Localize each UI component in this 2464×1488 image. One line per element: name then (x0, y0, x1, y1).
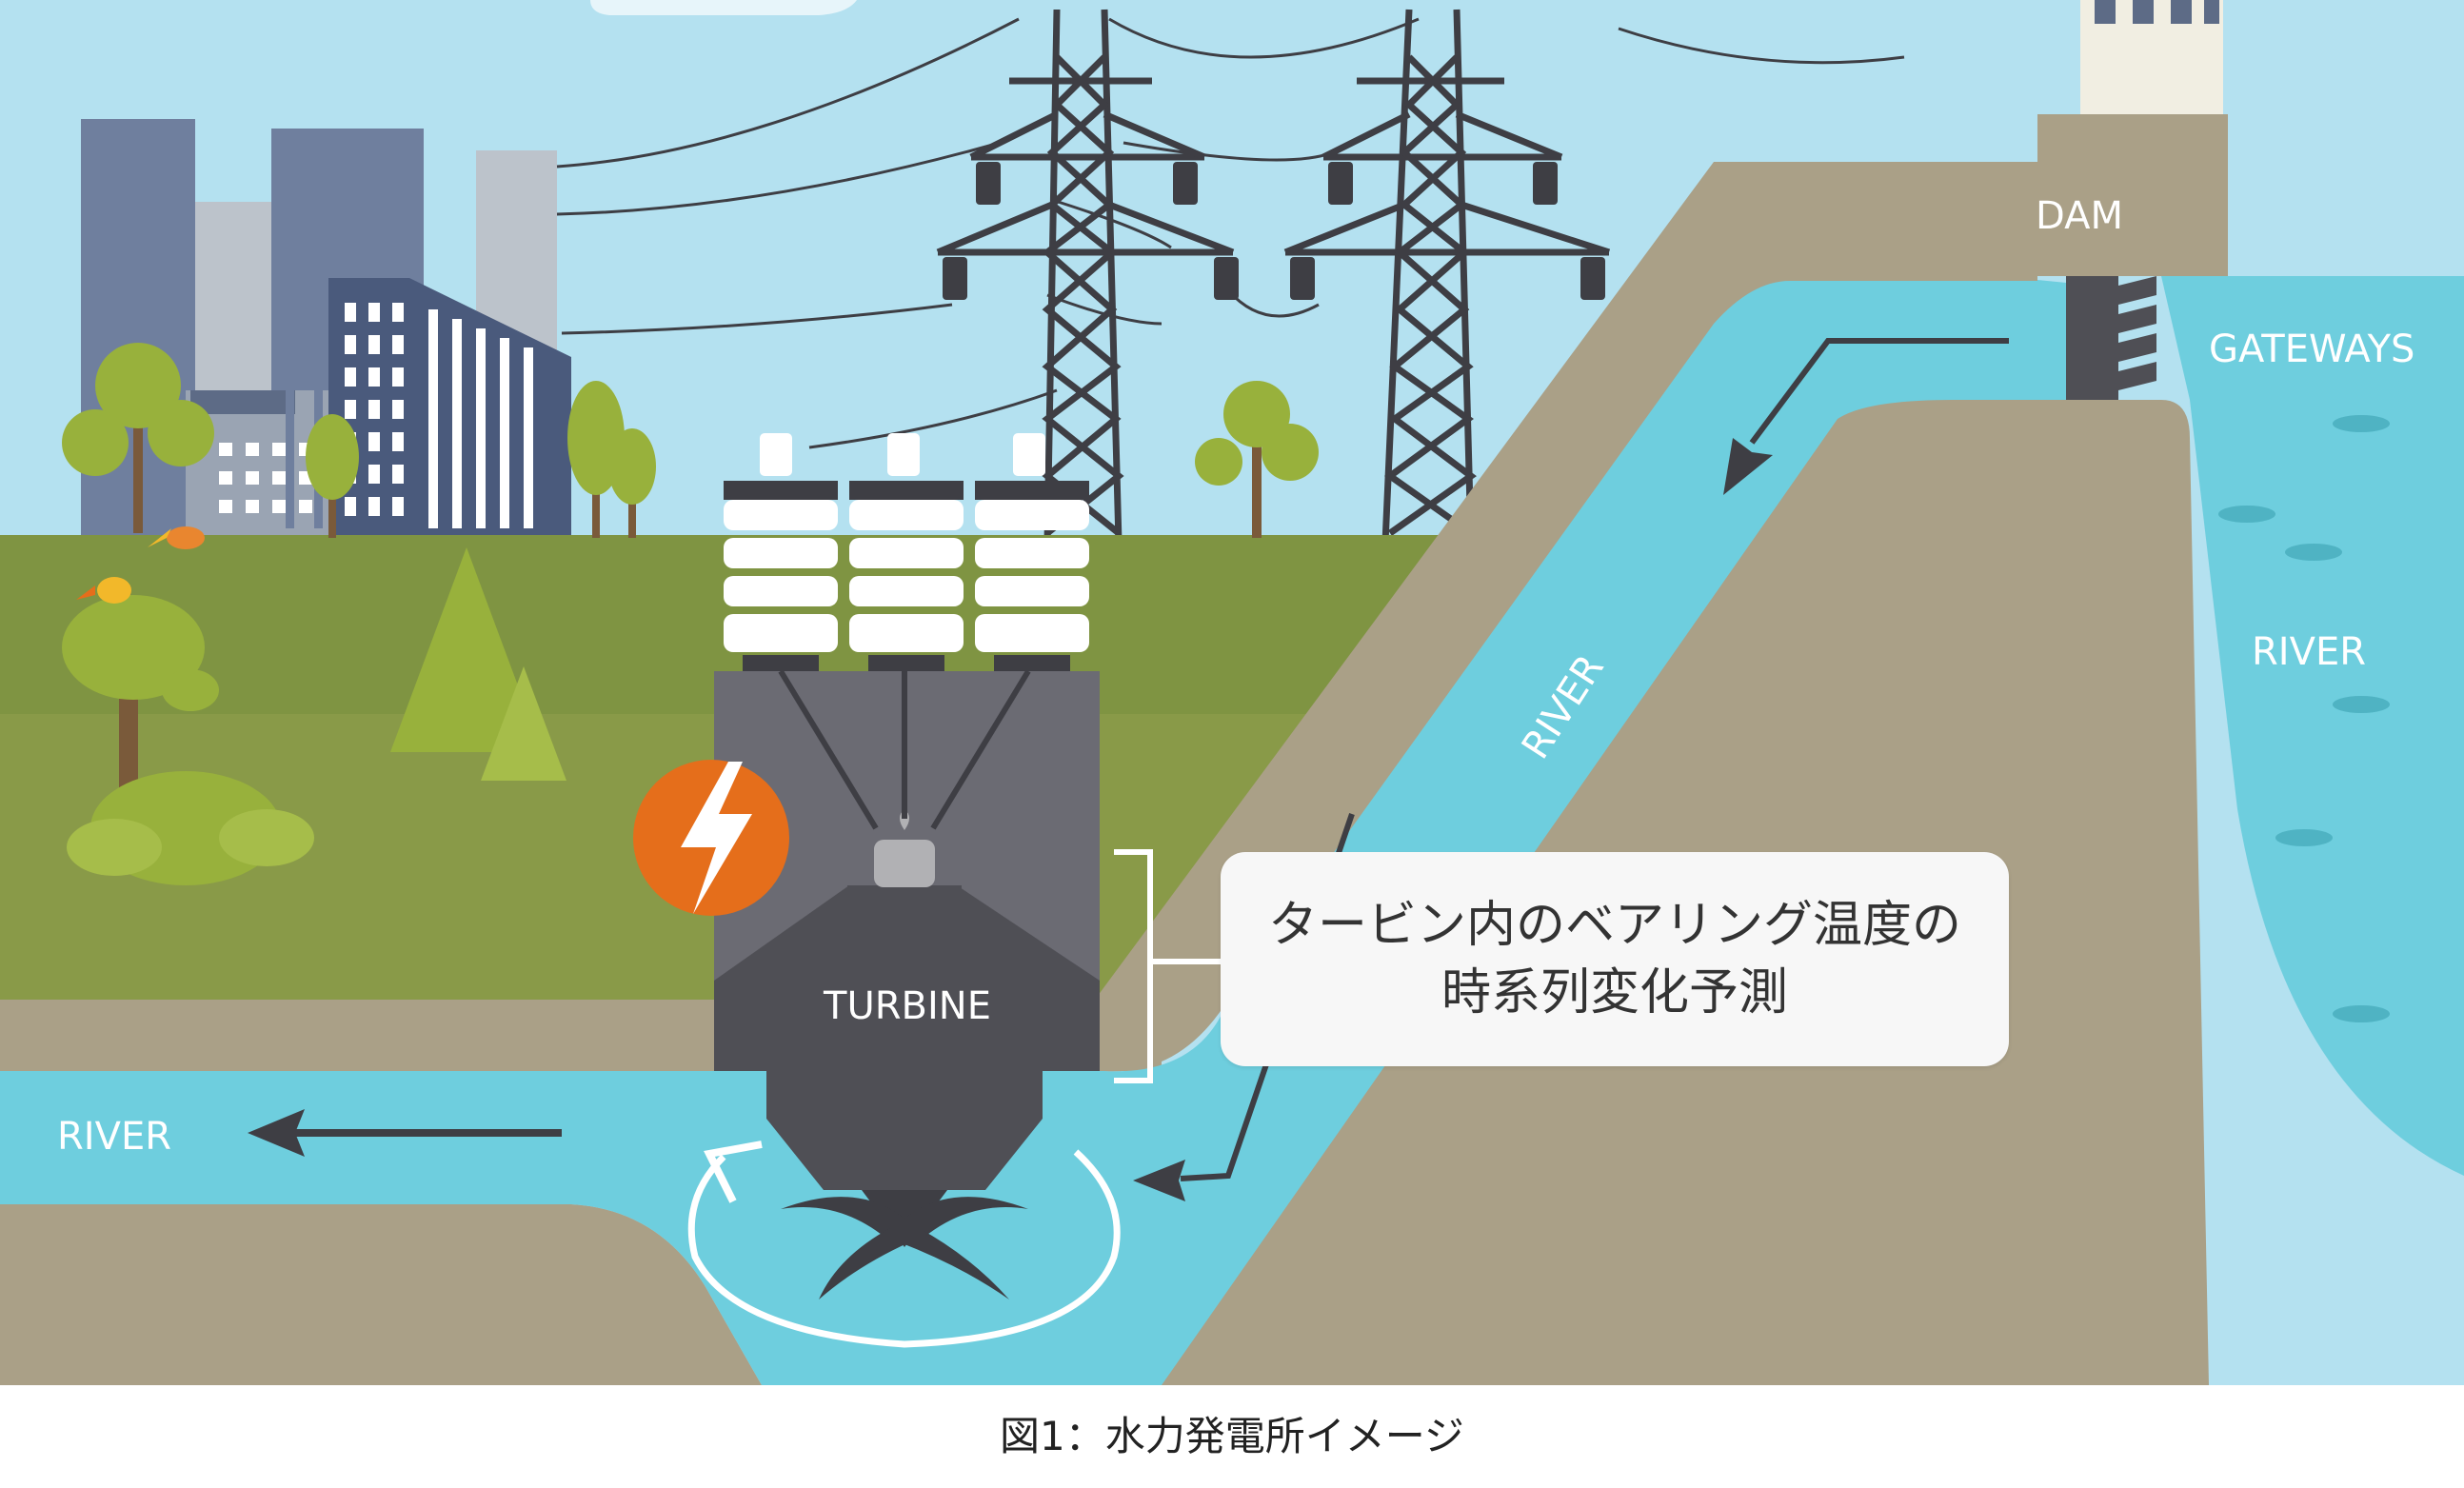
city-buildings (81, 119, 571, 541)
birds (76, 526, 205, 604)
lightning-icon (633, 760, 789, 916)
power-lines (556, 17, 1905, 449)
fish (2218, 415, 2390, 1022)
ground-bottom-left (0, 1204, 762, 1385)
trees (62, 343, 1319, 885)
bracket-icon (1114, 849, 1221, 1083)
insulators (943, 162, 1605, 300)
label-gateways: GATEWAYS (2209, 327, 2414, 371)
arrow-down-slope-icon (1723, 338, 2009, 495)
turbine-insulators (724, 433, 1089, 671)
callout-line-1: タービン内のベアリング温度の (1267, 897, 1961, 955)
dam-wall (2037, 114, 2228, 276)
callout-line-2: 時系列変化予測 (1441, 963, 1788, 1022)
pylon-right (1283, 9, 1611, 544)
label-river-right: RIVER (2252, 630, 2366, 674)
pylon-left (936, 9, 1235, 544)
ground-hill (1095, 162, 2037, 1072)
label-dam: DAM (2036, 194, 2123, 238)
label-river-left: RIVER (57, 1115, 171, 1159)
arrow-left-icon (248, 1109, 562, 1157)
hydropower-diagram: DAM GATEWAYS RIVER RIVER RIVER TURBINE (0, 0, 2464, 1385)
callout-box: タービン内のベアリング温度の 時系列変化予測 (1221, 852, 2009, 1066)
label-turbine: TURBINE (823, 984, 991, 1028)
rotation-arrow-icon (687, 1141, 1121, 1348)
figure-caption: 図1：水力発電所イメージ (1000, 1413, 1464, 1459)
reservoir (2161, 276, 2464, 1176)
gateway-gate (2066, 276, 2118, 400)
gateway-flaps (2118, 276, 2156, 390)
cloud (590, 0, 857, 15)
dam-windows (2095, 0, 2219, 24)
